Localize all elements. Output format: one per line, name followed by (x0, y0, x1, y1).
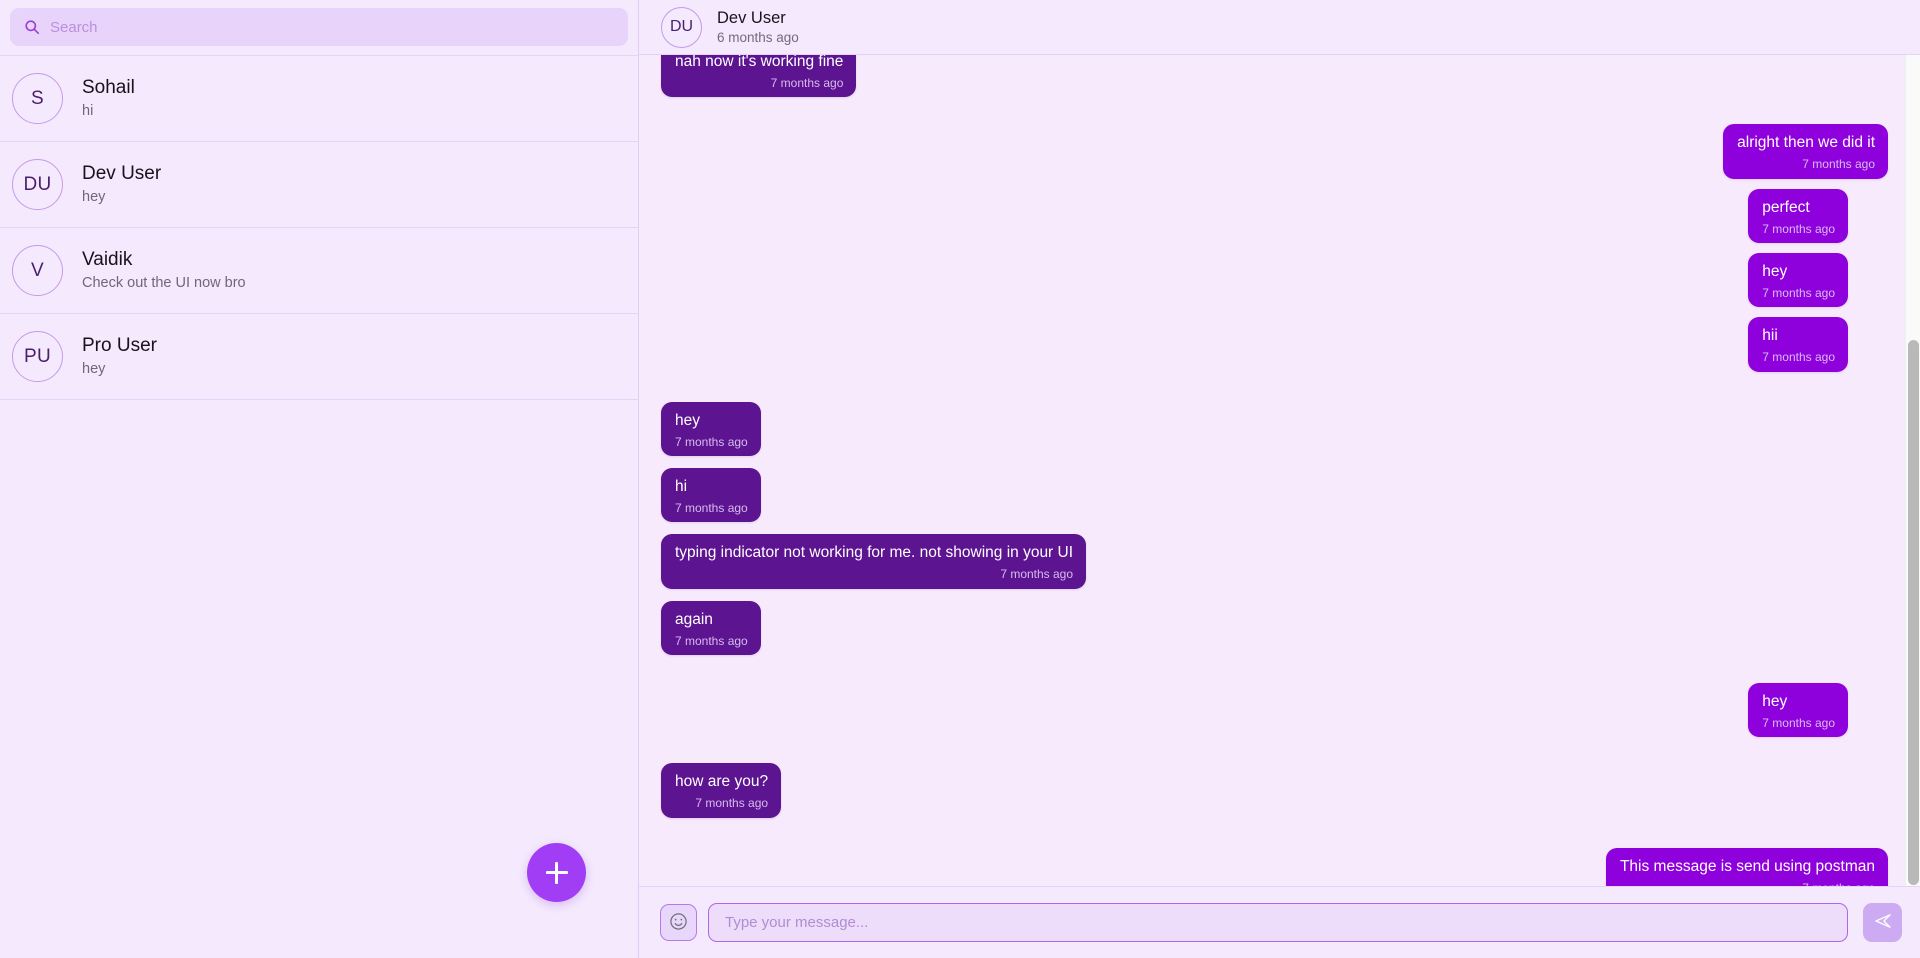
search-icon (24, 19, 40, 35)
message-bubble-outgoing[interactable]: hey 7 months ago (1748, 682, 1848, 738)
conversation-text: Dev User hey (82, 163, 161, 206)
message-text: hi (675, 477, 688, 495)
avatar: DU (661, 6, 702, 48)
conversation-text: Sohail hi (82, 77, 135, 120)
avatar: PU (12, 331, 63, 382)
message-bubble-outgoing[interactable]: alright then we did it 7 months ago (1723, 124, 1888, 179)
message-text: typing indicator not working for me. not… (675, 544, 1074, 562)
chat-header-text: Dev User 6 months ago (717, 9, 799, 45)
message-text: again (675, 610, 713, 628)
conversation-item-sohail[interactable]: S Sohail hi (0, 56, 638, 142)
conversation-item-vaidik[interactable]: V Vaidik Check out the UI now bro (0, 228, 638, 314)
message-row: alright then we did it 7 months ago (661, 124, 1888, 179)
search-box[interactable] (10, 8, 628, 46)
message-row: hey 7 months ago (661, 401, 1888, 456)
message-timestamp: 7 months ago (770, 76, 844, 91)
message-timestamp: 7 months ago (675, 633, 748, 648)
message-bubble-outgoing[interactable]: hii 7 months ago (1748, 317, 1848, 372)
message-timestamp: 7 months ago (1802, 881, 1875, 886)
message-scrollbar[interactable] (1905, 55, 1920, 886)
conversation-list: S Sohail hi DU Dev User hey V Vaidik Che… (0, 56, 638, 400)
sidebar: S Sohail hi DU Dev User hey V Vaidik Che… (0, 0, 639, 958)
message-timestamp: 7 months ago (1762, 350, 1835, 365)
message-timestamp: 7 months ago (675, 434, 748, 449)
message-row: hey 7 months ago (661, 682, 1888, 738)
message-row: typing indicator not working for me. not… (661, 534, 1888, 589)
avatar: DU (12, 159, 63, 210)
conversation-name: Dev User (82, 163, 162, 185)
avatar: V (12, 245, 63, 296)
message-bubble-incoming[interactable]: typing indicator not working for me. not… (661, 534, 1087, 589)
message-text: alright then we did it (1737, 134, 1875, 152)
message-row: hii 7 months ago (661, 317, 1888, 372)
conversation-preview: hey (82, 361, 106, 378)
message-timestamp: 7 months ago (1762, 716, 1835, 731)
message-text: This message is send using postman (1619, 857, 1875, 875)
chat-title: Dev User (717, 8, 786, 27)
message-row: perfect 7 months ago (661, 188, 1888, 243)
conversation-item-dev-user[interactable]: DU Dev User hey (0, 142, 638, 228)
message-timestamp: 7 months ago (1762, 221, 1835, 236)
message-row: how are you? 7 months ago (661, 763, 1888, 818)
scrollbar-thumb[interactable] (1908, 340, 1919, 885)
conversation-text: Pro User hey (82, 335, 157, 378)
message-bubble-incoming[interactable]: hi 7 months ago (661, 467, 761, 523)
message-bubble-outgoing[interactable]: hey 7 months ago (1748, 252, 1848, 308)
conversation-preview: hi (82, 103, 94, 120)
new-chat-button[interactable] (527, 843, 586, 902)
chat-header: DU Dev User 6 months ago (639, 0, 1920, 55)
chat-status: 6 months ago (717, 29, 799, 45)
message-row: This message is send using postman 7 mon… (661, 847, 1888, 886)
search-container (0, 0, 638, 56)
send-icon (1873, 911, 1893, 934)
conversation-name: Sohail (82, 77, 135, 99)
conversation-preview: hey (82, 189, 106, 206)
message-text: hey (1762, 262, 1788, 280)
message-text: hey (675, 411, 700, 429)
message-bubble-incoming[interactable]: how are you? 7 months ago (661, 763, 782, 818)
message-bubble-outgoing[interactable]: This message is send using postman 7 mon… (1605, 847, 1888, 886)
message-timestamp: 7 months ago (1802, 157, 1875, 172)
message-row: hi 7 months ago (661, 467, 1888, 523)
smiley-icon (669, 912, 688, 934)
message-timestamp: 7 months ago (1000, 567, 1074, 582)
conversation-name: Pro User (82, 335, 157, 357)
message-text: hii (1762, 327, 1778, 345)
message-bubble-incoming[interactable]: again 7 months ago (661, 600, 761, 655)
message-row: hey 7 months ago (661, 252, 1888, 308)
message-timestamp: 7 months ago (675, 501, 748, 516)
message-timestamp: 7 months ago (1762, 286, 1835, 301)
search-input[interactable] (50, 8, 614, 46)
message-text: nah now it's working fine (675, 55, 844, 70)
message-text: hey (1762, 692, 1788, 710)
message-text: how are you? (675, 773, 769, 791)
conversation-name: Vaidik (82, 249, 133, 271)
message-bubble-outgoing[interactable]: perfect 7 months ago (1748, 188, 1848, 243)
chat-panel: DU Dev User 6 months ago nah now it's wo… (639, 0, 1920, 958)
conversation-text: Vaidik Check out the UI now bro (82, 249, 246, 292)
message-scroll-area: nah now it's working fine 7 months ago a… (661, 55, 1888, 886)
message-row: nah now it's working fine 7 months ago (661, 55, 1888, 98)
avatar: S (12, 73, 63, 124)
message-bubble-incoming[interactable]: hey 7 months ago (661, 401, 761, 456)
message-input[interactable] (708, 903, 1848, 942)
emoji-picker-button[interactable] (660, 904, 697, 941)
message-text: perfect (1762, 198, 1810, 216)
message-list[interactable]: nah now it's working fine 7 months ago a… (639, 55, 1920, 886)
send-button[interactable] (1863, 903, 1902, 942)
message-timestamp: 7 months ago (695, 796, 769, 811)
conversation-preview: Check out the UI now bro (82, 275, 246, 292)
message-row: again 7 months ago (661, 600, 1888, 655)
conversation-item-pro-user[interactable]: PU Pro User hey (0, 314, 638, 400)
message-bubble-incoming[interactable]: nah now it's working fine 7 months ago (661, 55, 857, 98)
message-composer (639, 886, 1920, 958)
plus-icon (545, 861, 568, 884)
